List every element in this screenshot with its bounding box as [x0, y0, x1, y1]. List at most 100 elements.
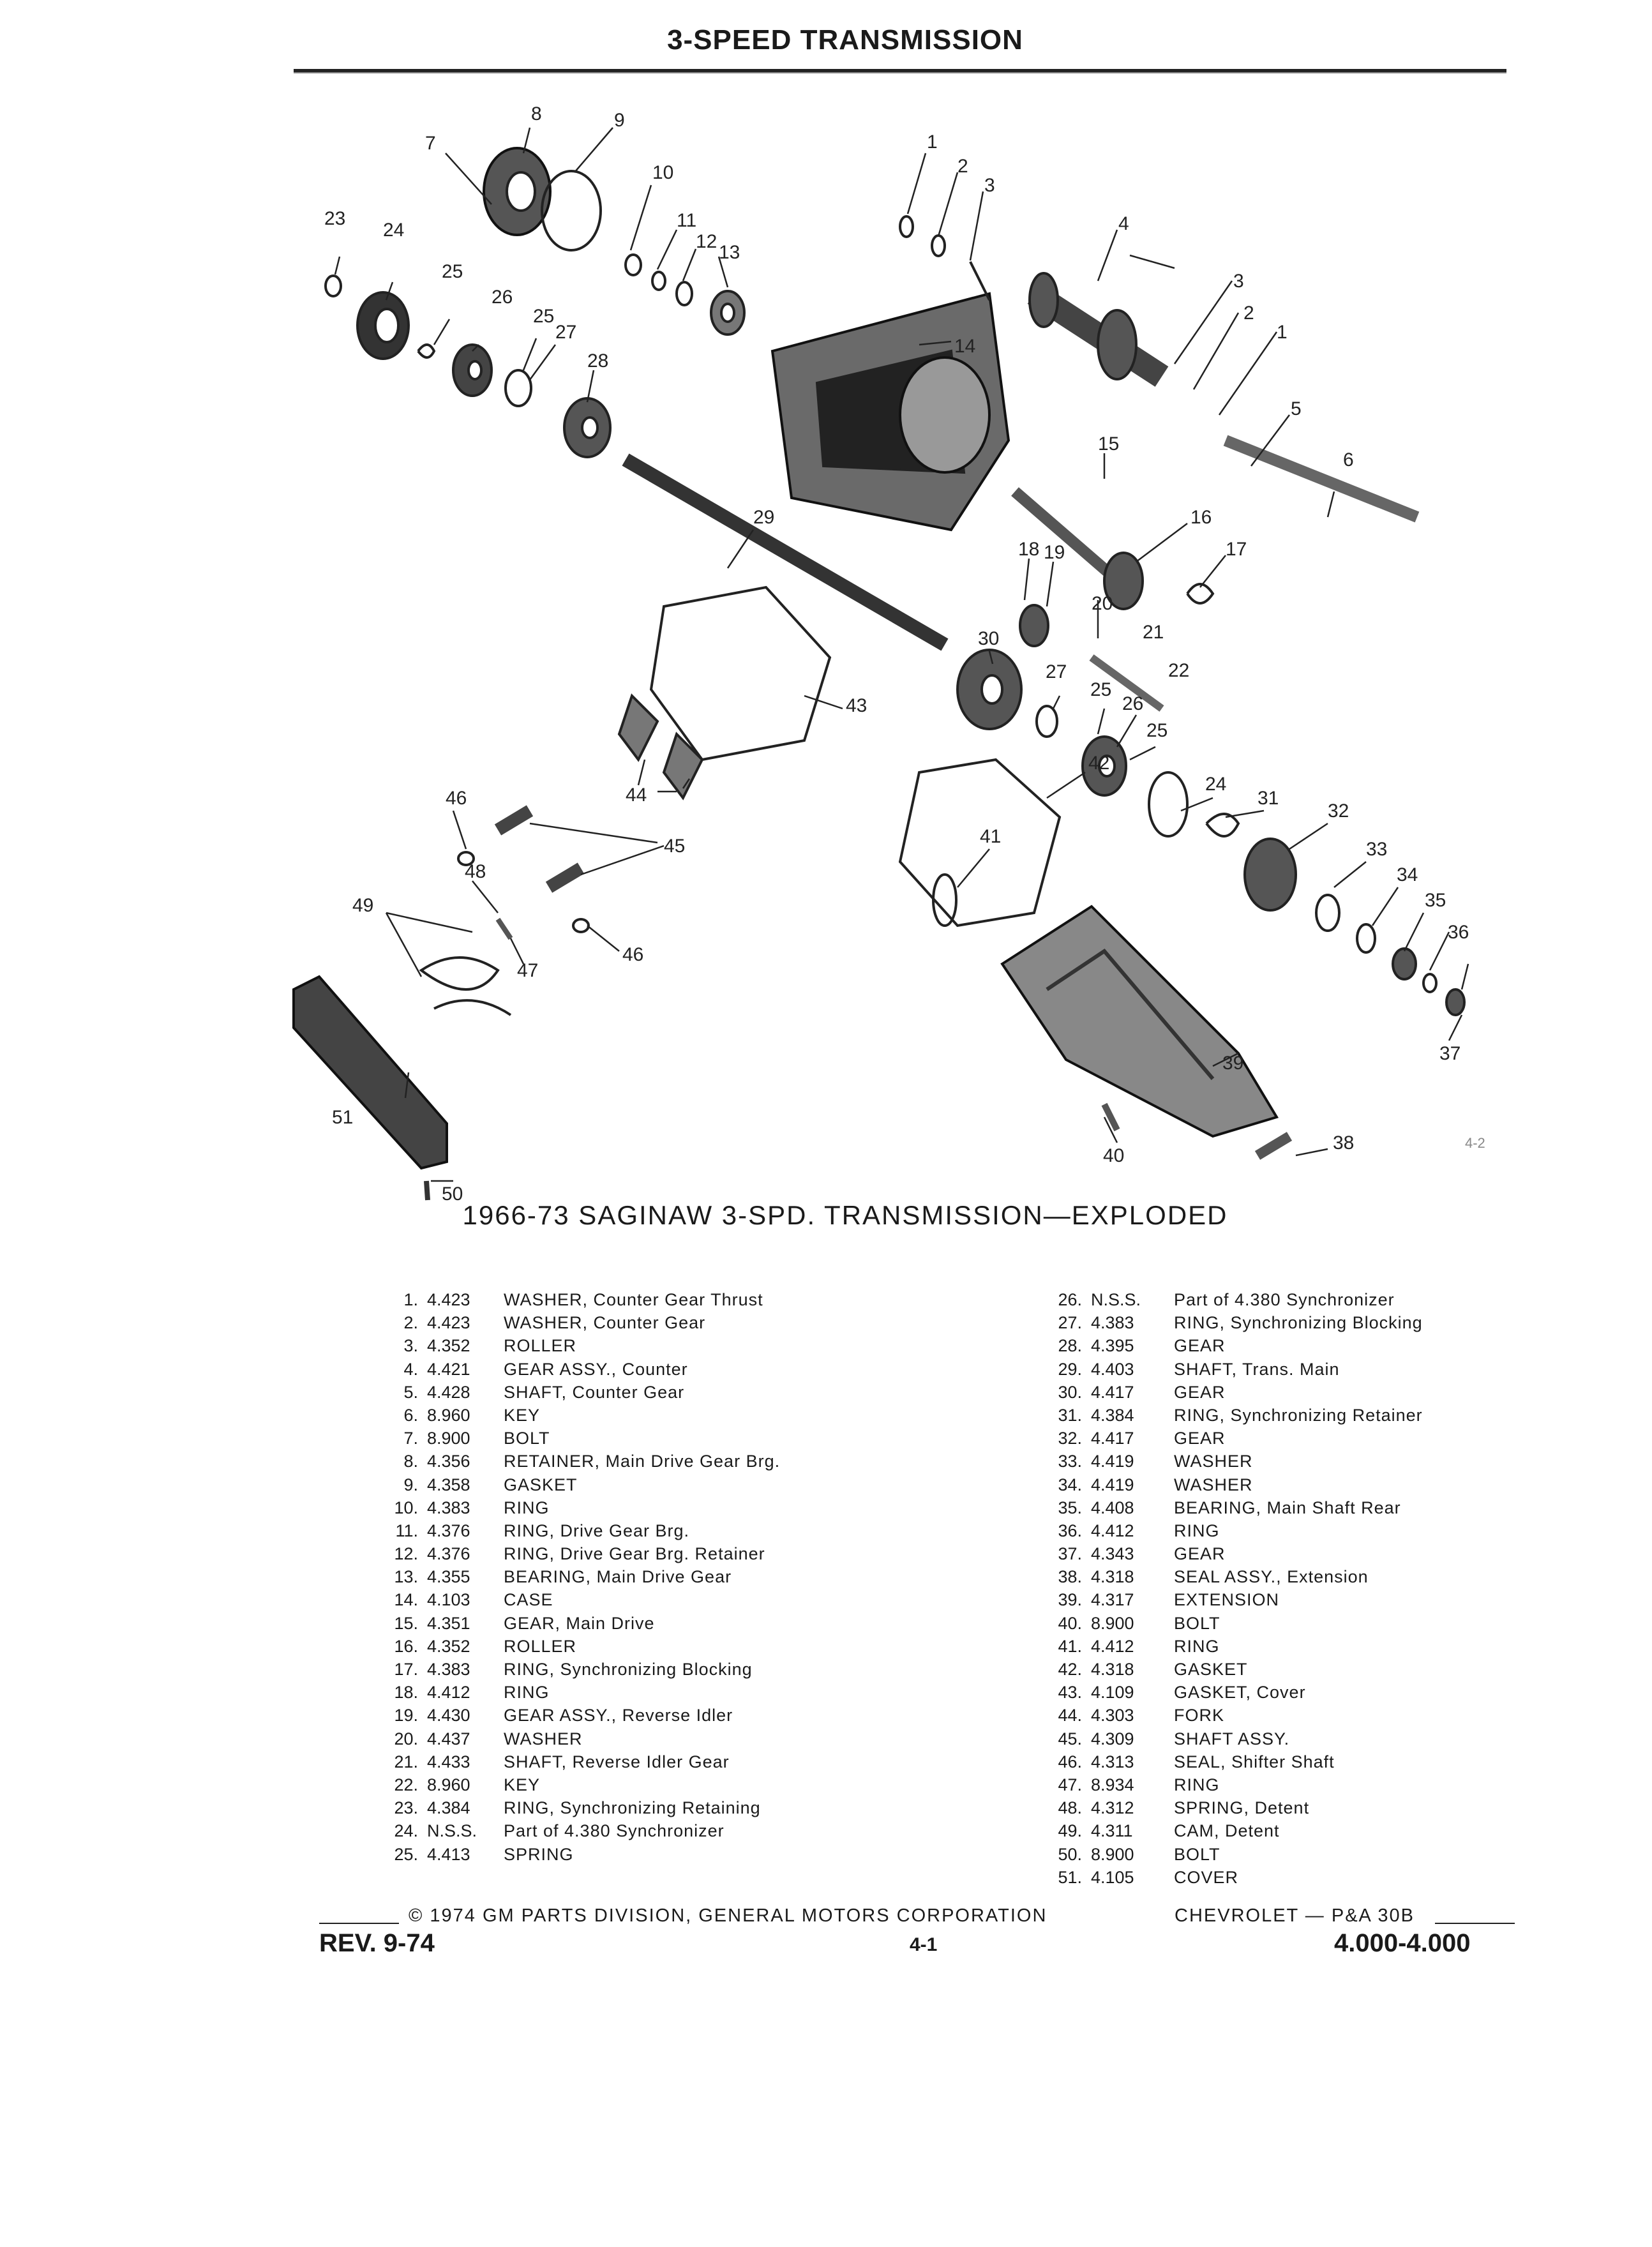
part-description: BEARING, Main Shaft Rear [1174, 1498, 1401, 1517]
part-number: 4. [403, 1359, 418, 1379]
callout-1: 1 [927, 132, 938, 153]
callout-38: 38 [1333, 1132, 1354, 1154]
main-drive-bearing [710, 290, 746, 336]
part-description: ROLLER [504, 1636, 577, 1656]
detent-cam [419, 956, 500, 991]
part-number: 42. [1058, 1660, 1082, 1679]
cover-gasket [649, 585, 832, 762]
part-description: RING [1174, 1775, 1220, 1794]
part-number: 19. [394, 1706, 418, 1725]
part-group-code: 4.109 [1091, 1683, 1134, 1702]
part-group-code: 4.423 [427, 1313, 470, 1333]
callout-28: 28 [587, 350, 608, 372]
part-number: 21. [394, 1752, 418, 1771]
part-description: SHAFT, Trans. Main [1174, 1359, 1340, 1379]
callout-44: 44 [626, 785, 647, 806]
callout-48: 48 [465, 861, 486, 882]
part-number: 25. [394, 1844, 418, 1864]
callout-25d: 25 [1146, 720, 1168, 741]
side-cover [292, 975, 448, 1170]
part-description: GEAR, Main Drive [504, 1613, 655, 1633]
callout-45: 45 [664, 836, 685, 857]
part-number: 18. [394, 1683, 418, 1702]
callout-51: 51 [332, 1107, 353, 1128]
part-number: 46. [1058, 1752, 1082, 1771]
part-number: 34. [1058, 1475, 1082, 1494]
part-description: RING [1174, 1521, 1220, 1540]
figure-caption: 1966-73 SAGINAW 3-SPD. TRANSMISSION—EXPL… [462, 1200, 1228, 1230]
part-description: SEAL, Shifter Shaft [1174, 1752, 1335, 1771]
ring-11 [651, 271, 666, 291]
part-description: GASKET [504, 1475, 578, 1494]
exploded-diagram: 8 9 7 10 11 12 13 1 2 3 4 3 2 1 5 6 14 1… [292, 103, 1469, 1205]
callout-31: 31 [1258, 788, 1279, 809]
synchronizer-sleeve [356, 291, 410, 360]
callout-22: 22 [1168, 660, 1189, 681]
part-number: 38. [1058, 1567, 1082, 1587]
second-gear-28 [563, 397, 612, 458]
header-rule [294, 69, 1506, 73]
shifter-shaft-a [494, 805, 534, 836]
part-number: 36. [1058, 1521, 1082, 1540]
part-description: RING, Drive Gear Brg. Retainer [504, 1544, 765, 1564]
part-description: RING, Drive Gear Brg. [504, 1521, 690, 1540]
part-number: 49. [1058, 1821, 1082, 1841]
part-group-code: 4.358 [427, 1475, 470, 1494]
part-number: 39. [1058, 1590, 1082, 1610]
part-group-code: 4.351 [427, 1613, 470, 1633]
part-description: CASE [504, 1590, 553, 1610]
synchronizer-hub-b [1081, 735, 1127, 797]
ring-36 [1422, 973, 1438, 993]
part-description: SPRING, Detent [1174, 1798, 1310, 1818]
rear-bearing-35 [1392, 947, 1417, 981]
part-group-code: 4.355 [427, 1567, 470, 1587]
callout-10: 10 [652, 162, 673, 183]
part-group-code: 4.311 [1091, 1821, 1133, 1841]
part-description: SPRING [504, 1844, 574, 1864]
callout-49: 49 [352, 895, 373, 916]
part-group-code: 4.376 [427, 1521, 470, 1540]
part-group-code: 8.960 [427, 1405, 470, 1425]
callout-40: 40 [1103, 1145, 1124, 1166]
part-group-code: 4.437 [427, 1729, 470, 1748]
part-number: 44. [1058, 1706, 1082, 1725]
part-description: Part of 4.380 Synchronizer [504, 1821, 725, 1841]
part-group-code: 8.900 [1091, 1844, 1134, 1864]
callout-27: 27 [555, 322, 576, 343]
part-description: Part of 4.380 Synchronizer [1174, 1290, 1395, 1309]
part-group-code: 4.312 [1091, 1798, 1134, 1818]
callout-18: 18 [1018, 539, 1039, 560]
part-description: BEARING, Main Drive Gear [504, 1567, 732, 1587]
copyright-notice: © 1974 GM PARTS DIVISION, GENERAL MOTORS… [409, 1905, 1048, 1926]
callout-24: 24 [383, 220, 404, 241]
part-description: RING, Synchronizing Blocking [504, 1660, 753, 1679]
callout-47: 47 [517, 960, 538, 981]
main-shaft [622, 453, 949, 651]
part-description: BOLT [1174, 1844, 1220, 1864]
part-description: WASHER [1174, 1452, 1253, 1471]
callout-1b: 1 [1277, 322, 1288, 343]
shift-fork-a [617, 693, 659, 762]
part-number: 45. [1058, 1729, 1082, 1748]
part-group-code: 8.900 [1091, 1613, 1134, 1633]
callout-30: 30 [978, 628, 999, 649]
page-title: 3-SPEED TRANSMISSION [667, 24, 1023, 56]
part-description: RING, Synchronizing Blocking [1174, 1313, 1423, 1333]
part-group-code: 4.423 [427, 1290, 470, 1309]
part-group-code: 4.313 [1091, 1752, 1134, 1771]
callout-4: 4 [1118, 213, 1129, 234]
blocking-ring-27 [504, 369, 532, 407]
